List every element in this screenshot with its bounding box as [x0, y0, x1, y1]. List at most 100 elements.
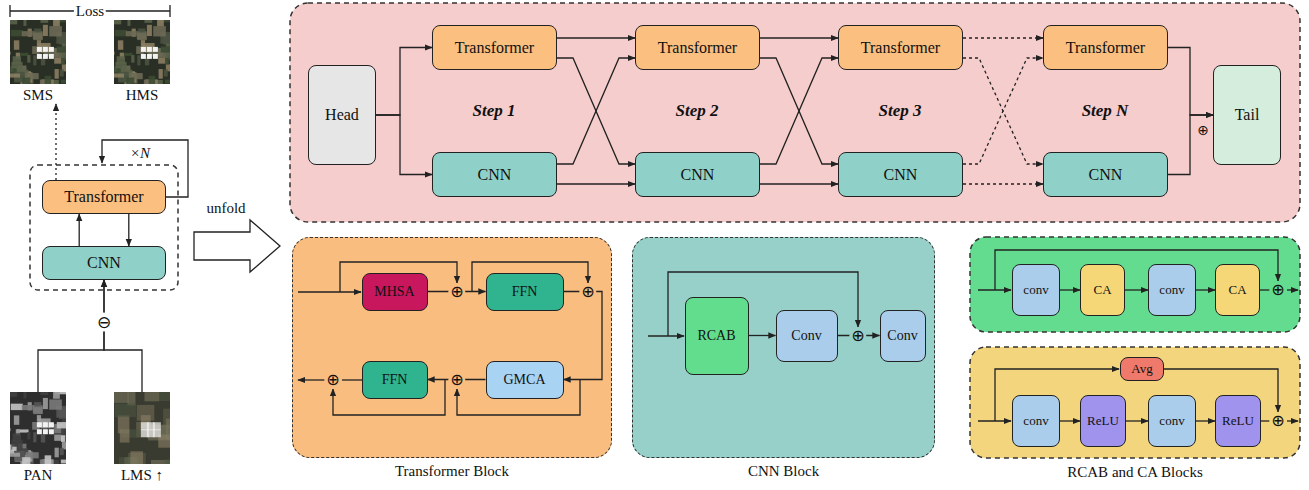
process-box: Avg	[1120, 357, 1164, 381]
annotation-label: Loss	[74, 3, 106, 20]
building-patch	[49, 26, 62, 36]
building-patch	[10, 428, 11, 431]
image-caption: SMS	[23, 87, 53, 103]
bright-roof	[49, 54, 54, 59]
annotation-holder: ⊕	[1269, 412, 1286, 430]
bright-roof	[37, 429, 42, 434]
transformer-panel-fill	[292, 237, 612, 458]
annotation-holder: Step N	[1080, 101, 1131, 120]
connector-arrow	[557, 58, 635, 164]
bright-roof	[153, 47, 158, 52]
building-patch	[53, 20, 60, 27]
building-patch	[33, 33, 43, 41]
building-patch	[157, 20, 164, 27]
process-box: conv	[1148, 395, 1196, 447]
annotation-label: Step N	[1080, 101, 1131, 120]
building-patch	[10, 74, 20, 78]
annotation-holder: Loss	[74, 2, 106, 20]
process-box: Transformer	[42, 180, 166, 214]
bright-roof	[43, 54, 48, 59]
node-label: conv	[1159, 283, 1184, 297]
building-patch	[22, 457, 30, 464]
connector-arrow	[55, 104, 56, 180]
connector-arrow	[376, 115, 432, 175]
annotation-label: ⊖	[95, 313, 113, 332]
building-patch	[37, 418, 50, 427]
building-patch	[61, 460, 66, 464]
building-patch	[159, 69, 163, 79]
node-label: Transformer	[455, 39, 534, 57]
building-patch	[40, 80, 45, 84]
bright-roof	[37, 422, 42, 427]
node-label: Tail	[1235, 106, 1260, 124]
process-box: CA	[1080, 264, 1125, 316]
building-patch	[60, 448, 64, 455]
node-label: Transformer	[861, 39, 940, 57]
connector-arrow	[963, 58, 1043, 164]
bright-roof	[153, 422, 161, 430]
connector-arrow	[963, 58, 1043, 164]
node-label: conv	[1023, 283, 1048, 297]
annotation-holder: ⊕	[1195, 121, 1211, 139]
building-patch	[33, 407, 43, 415]
connector-arrow	[1060, 289, 1080, 290]
process-box: Transformer	[838, 25, 963, 70]
building-patch	[22, 405, 33, 410]
annotation-label: unfold	[204, 200, 247, 217]
connector-arrow	[760, 183, 838, 184]
bright-roof	[37, 47, 42, 52]
building-patch	[14, 415, 19, 424]
connector-arrow	[104, 280, 142, 392]
building-patch	[144, 80, 149, 84]
connector-arrow	[760, 37, 838, 38]
annotation-label: Step 2	[674, 101, 721, 120]
panel-caption: CNN Block	[748, 463, 819, 479]
connector-arrow	[557, 37, 635, 38]
annotation-holder: ⊕	[448, 283, 465, 301]
satellite-image	[114, 392, 170, 464]
building-patch	[40, 392, 48, 395]
building-patch	[159, 392, 170, 401]
node-label: Conv	[887, 328, 917, 343]
node-label: Head	[325, 106, 359, 124]
bright-roof	[153, 54, 158, 59]
connector-arrow	[1126, 420, 1148, 421]
building-patch	[55, 448, 59, 458]
image-picture	[114, 20, 170, 84]
image-picture	[10, 392, 66, 464]
building-patch	[164, 69, 168, 76]
annotation-label: ⊕	[849, 327, 866, 345]
bright-roof	[43, 47, 48, 52]
node-label: FFN	[512, 284, 538, 299]
connector-arrow	[963, 37, 1043, 38]
process-box: CNN	[42, 246, 166, 280]
node-label: Transformer	[1066, 39, 1145, 57]
building-patch	[14, 40, 19, 49]
panel-caption: RCAB and CA Blocks	[1067, 464, 1202, 480]
annotation-label: ⊕	[1269, 412, 1286, 430]
image-tile: SMS	[10, 20, 66, 104]
process-box: ReLU	[1215, 395, 1261, 447]
node-label: FFN	[382, 372, 408, 387]
building-patch	[120, 429, 130, 442]
image-tile: PAN	[10, 392, 66, 484]
building-patch	[137, 55, 140, 65]
building-patch	[49, 399, 62, 409]
node-label: ReLU	[1222, 414, 1254, 428]
bright-roof	[43, 429, 48, 434]
annotation-holder: ⊕	[849, 327, 866, 345]
panel-caption: Transformer Block	[395, 463, 509, 479]
annotation-label: ⊕	[579, 283, 596, 301]
node-label: CNN	[681, 166, 715, 184]
node-label: Conv	[791, 328, 821, 343]
building-patch	[61, 435, 65, 442]
bright-roof	[49, 47, 54, 52]
annotation-label: ⊕	[324, 371, 341, 389]
building-patch	[126, 31, 137, 36]
module-group: convCAconvCAAvgconvReLUconvReLURCAB and …	[970, 237, 1300, 458]
process-box: RCAB	[685, 297, 749, 375]
building-patch	[43, 398, 48, 409]
annotation-holder: Step 2	[674, 101, 721, 120]
satellite-image	[10, 392, 66, 464]
